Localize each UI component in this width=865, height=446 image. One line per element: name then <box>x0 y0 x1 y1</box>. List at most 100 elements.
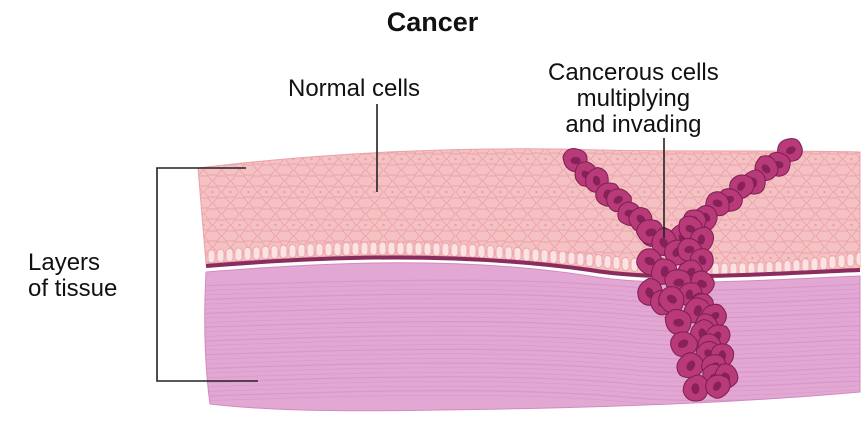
basal-cell <box>487 245 494 258</box>
normal-cell-nucleus <box>598 224 601 227</box>
basal-cell <box>451 243 458 256</box>
normal-cell-nucleus <box>733 257 736 260</box>
normal-cell-nucleus <box>436 224 439 227</box>
normal-cell-nucleus <box>706 158 709 161</box>
basal-cell <box>325 243 332 256</box>
normal-cell-nucleus <box>346 224 349 227</box>
basal-cell <box>604 256 611 269</box>
normal-cell-nucleus <box>337 191 340 194</box>
normal-cell-nucleus <box>526 158 529 161</box>
normal-cell-nucleus <box>841 191 844 194</box>
normal-cell-nucleus <box>319 191 322 194</box>
normal-cell <box>195 154 212 164</box>
normal-cell-nucleus <box>265 191 268 194</box>
basal-cell <box>496 246 503 259</box>
normal-cell-nucleus <box>742 158 745 161</box>
normal-cell-nucleus <box>391 191 394 194</box>
normal-cell-nucleus <box>751 257 754 260</box>
normal-cell <box>213 154 230 164</box>
normal-cell-nucleus <box>373 191 376 194</box>
normal-cell <box>186 143 203 153</box>
normal-cell-nucleus <box>382 224 385 227</box>
basal-cell <box>460 244 467 257</box>
basal-cell <box>595 255 602 268</box>
normal-cell-nucleus <box>364 224 367 227</box>
basal-cell <box>622 257 629 270</box>
normal-cell-nucleus <box>814 158 817 161</box>
normal-cell-nucleus <box>688 158 691 161</box>
normal-cell-nucleus <box>364 158 367 161</box>
normal-cell-nucleus <box>778 224 781 227</box>
normal-cell-nucleus <box>247 191 250 194</box>
normal-cell-nucleus <box>724 158 727 161</box>
normal-cell-nucleus <box>472 158 475 161</box>
normal-cell <box>348 143 365 153</box>
normal-cell-nucleus <box>229 191 232 194</box>
normal-cell <box>330 143 347 153</box>
normal-cell-nucleus <box>553 191 556 194</box>
normal-cell-nucleus <box>346 158 349 161</box>
normal-cell-nucleus <box>508 158 511 161</box>
basal-cell <box>586 254 593 267</box>
normal-cell-nucleus <box>355 191 358 194</box>
normal-cell-nucleus <box>832 224 835 227</box>
normal-cell-nucleus <box>724 224 727 227</box>
basal-cell <box>847 254 854 267</box>
layers-label-line-2: of tissue <box>28 276 117 302</box>
normal-cell-nucleus <box>382 158 385 161</box>
basal-cell <box>856 252 863 265</box>
normal-cell-nucleus <box>787 191 790 194</box>
normal-cell-nucleus <box>652 158 655 161</box>
normal-cell-nucleus <box>490 224 493 227</box>
basal-cell <box>307 244 314 257</box>
basal-cell <box>217 249 224 262</box>
layers-label-line-1: Layers <box>28 250 117 276</box>
normal-cell-nucleus <box>697 191 700 194</box>
normal-cell-nucleus <box>445 191 448 194</box>
normal-cell-nucleus <box>544 158 547 161</box>
normal-cell-nucleus <box>256 224 259 227</box>
normal-cell-nucleus <box>274 224 277 227</box>
normal-cell-nucleus <box>238 224 241 227</box>
basal-cell <box>829 256 836 269</box>
normal-cell-nucleus <box>481 191 484 194</box>
normal-cell-nucleus <box>805 191 808 194</box>
normal-cell <box>240 143 257 153</box>
normal-cell-nucleus <box>328 224 331 227</box>
normal-cell-nucleus <box>562 224 565 227</box>
normal-cell-nucleus <box>418 224 421 227</box>
basal-cell <box>532 249 539 262</box>
normal-cell-nucleus <box>436 158 439 161</box>
normal-cell-nucleus <box>220 158 223 161</box>
normal-cell-nucleus <box>427 191 430 194</box>
normal-cell-nucleus <box>796 224 799 227</box>
normal-cell <box>186 209 203 219</box>
normal-cell-nucleus <box>472 224 475 227</box>
normal-cell-nucleus <box>787 257 790 260</box>
basal-cell <box>838 255 845 268</box>
basal-cell <box>613 256 620 269</box>
basal-cell <box>802 259 809 272</box>
layers-of-tissue-label: Layers of tissue <box>28 250 117 302</box>
normal-cell <box>222 143 239 153</box>
normal-cell-nucleus <box>679 191 682 194</box>
normal-cell-nucleus <box>535 191 538 194</box>
basal-cell <box>271 246 278 259</box>
cancerous-cells-label-line-1: Cancerous cells <box>548 60 719 86</box>
normal-cell-nucleus <box>310 224 313 227</box>
normal-cell-nucleus <box>598 158 601 161</box>
basal-cell <box>478 245 485 258</box>
basal-cell <box>397 242 404 255</box>
normal-cell-nucleus <box>571 191 574 194</box>
basal-cell <box>424 242 431 255</box>
normal-cell <box>294 143 311 153</box>
basal-cell <box>280 245 287 258</box>
normal-cell-nucleus <box>634 158 637 161</box>
normal-cell-nucleus <box>670 224 673 227</box>
basal-cell <box>577 253 584 266</box>
normal-cells-label: Normal cells <box>288 76 420 102</box>
normal-cell-nucleus <box>400 158 403 161</box>
normal-cell-nucleus <box>814 224 817 227</box>
normal-cell-nucleus <box>769 191 772 194</box>
